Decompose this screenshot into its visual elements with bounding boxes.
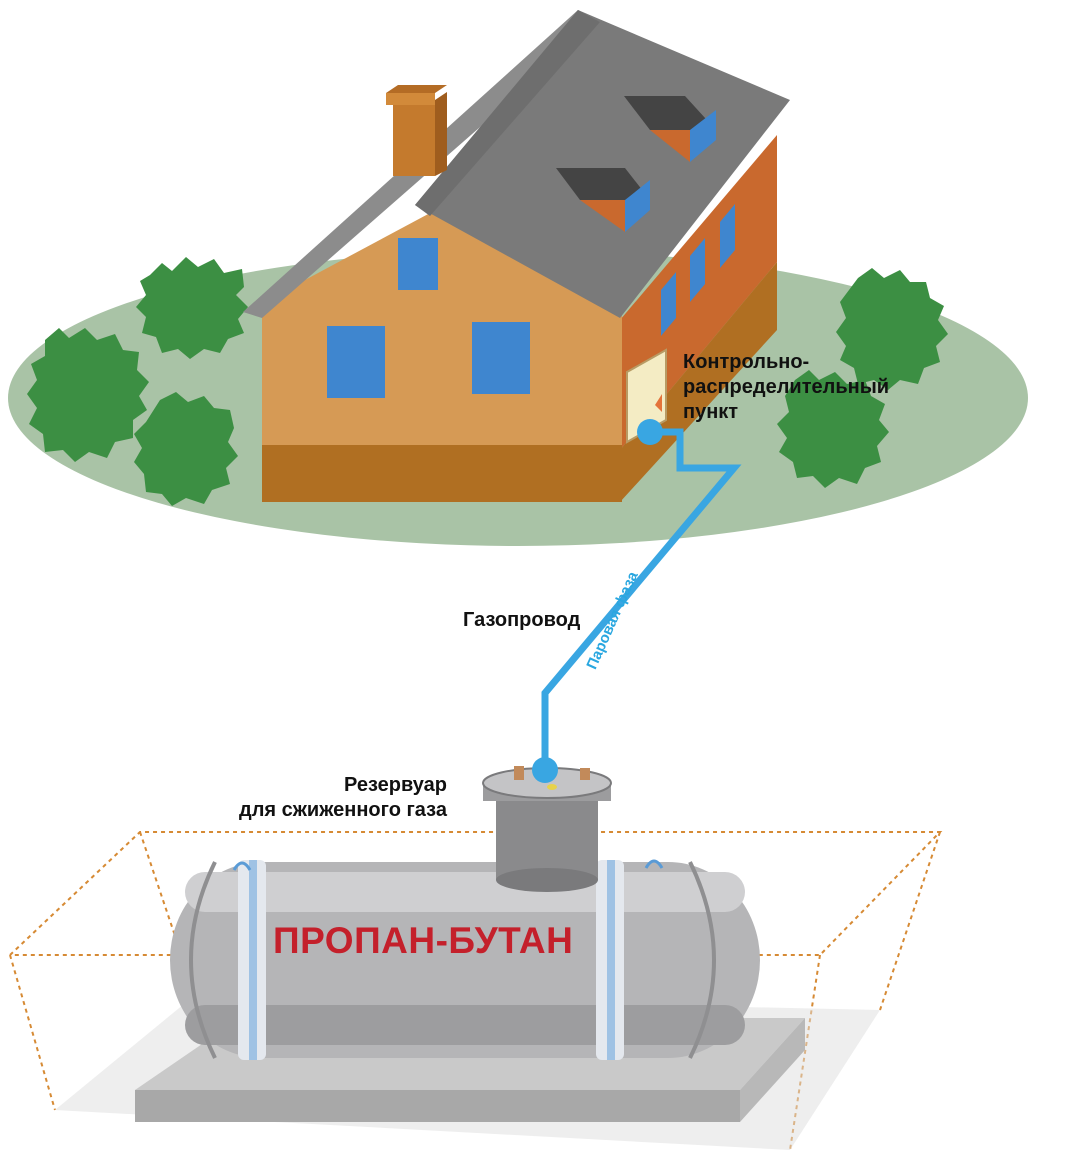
tank-end [189, 861, 217, 1059]
dormer-side [580, 200, 625, 232]
strap-hook [644, 859, 664, 869]
gas-tank [170, 859, 760, 1060]
window [398, 238, 438, 290]
tank-strap-accent [607, 860, 615, 1060]
control-point-label: Контрольно- распределительный пункт [683, 350, 889, 425]
control-point-line2: распределительный [683, 376, 890, 398]
bushes-right [777, 268, 948, 488]
control-cabinet [626, 348, 667, 444]
house-front-foundation [262, 445, 622, 502]
dormer-window [625, 180, 650, 232]
tank-label: Резервуар для сжиженного газа [239, 773, 447, 823]
window [472, 322, 530, 394]
bush [836, 268, 948, 390]
valve [580, 768, 590, 780]
house-roof-side-trim [415, 10, 600, 216]
valve-yellow [547, 784, 557, 790]
bush [777, 370, 889, 488]
pipe-joint-house [637, 419, 663, 445]
strap-hook [232, 861, 252, 871]
control-point-line1: Контрольно- [683, 351, 810, 373]
house-roof [415, 10, 790, 318]
control-point-line3: пункт [683, 401, 739, 423]
chimney-side [435, 92, 447, 176]
window [327, 326, 385, 398]
dormer-roof [556, 168, 650, 200]
bush [27, 328, 149, 462]
dome-bottom [496, 868, 598, 892]
tank-end [688, 861, 716, 1059]
bushes-left [27, 257, 248, 506]
tank-label-line2: для сжиженного газа [239, 799, 447, 821]
window [661, 272, 676, 336]
chimney [393, 100, 435, 176]
chimney-cap [386, 93, 435, 105]
gas-pipe [541, 428, 742, 770]
tank-dome [482, 766, 612, 892]
chimney-top [386, 85, 447, 93]
tank-strap-accent [249, 860, 257, 1060]
dormer-roof [624, 96, 716, 130]
concrete-slab-front [135, 1090, 740, 1122]
bush [134, 392, 238, 506]
window [690, 238, 705, 302]
house [243, 10, 790, 502]
tank-label-line1: Резервуар [344, 774, 447, 796]
tank-marking: ПРОПАН-БУТАН [273, 920, 574, 961]
concrete-slab-side [740, 1018, 805, 1122]
dome-body [496, 795, 598, 880]
window [720, 204, 735, 268]
dormer-side [650, 130, 690, 162]
tank-highlight [185, 872, 745, 912]
warning-sign [655, 394, 662, 412]
pipe-joint-tank [532, 757, 558, 783]
pipeline-label: Газопровод [463, 609, 581, 631]
house-side-foundation [620, 262, 777, 502]
bush [136, 257, 248, 359]
valve [514, 766, 524, 780]
tank-shadow [185, 1005, 745, 1045]
dormer-window [690, 110, 716, 162]
